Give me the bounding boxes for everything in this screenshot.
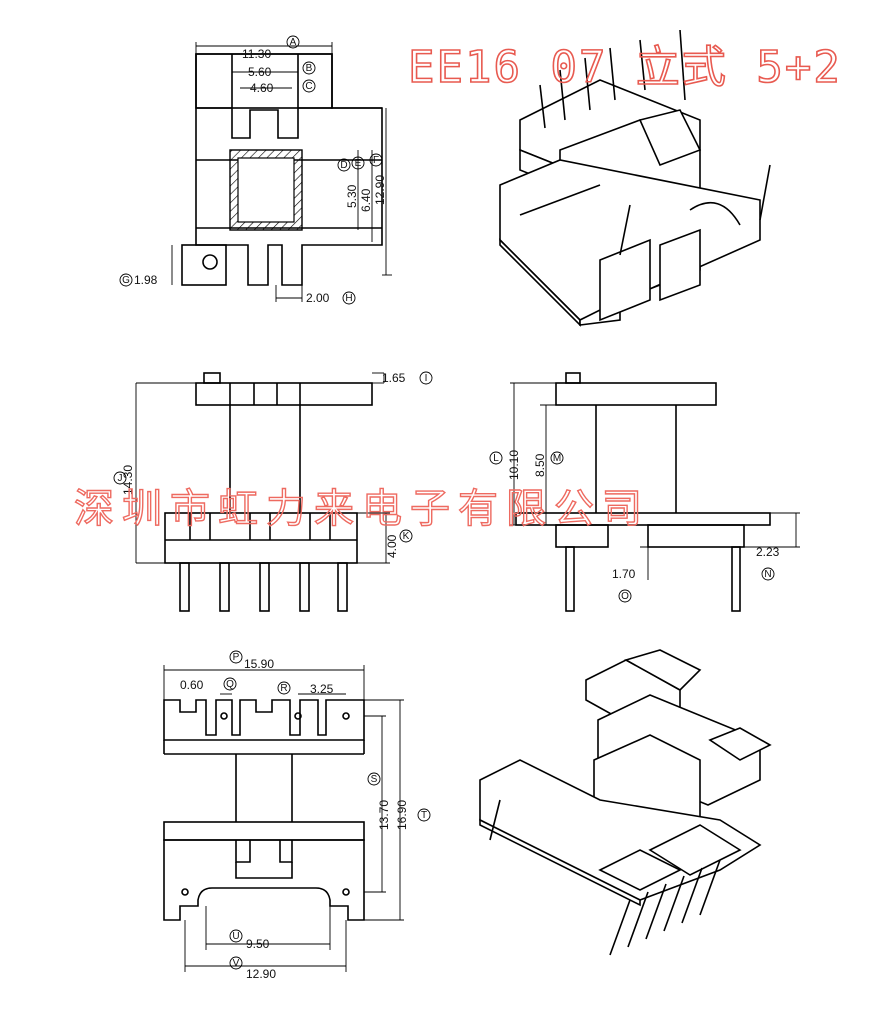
isometric-view-bottom xyxy=(479,649,772,956)
dim-label: 15.90 xyxy=(244,657,274,671)
bottom-view: P 15.90 0.60 Q R 3.25 13.70 S 16.90 T U … xyxy=(163,650,431,981)
dim-tag: R xyxy=(280,683,287,694)
dim-label: 1.98 xyxy=(134,273,158,287)
dim-tag: C xyxy=(305,81,312,92)
isometric-view-top xyxy=(499,29,771,327)
dim-tag: M xyxy=(553,453,561,464)
dim-tag: A xyxy=(290,37,297,48)
dim-tag: E xyxy=(355,158,362,169)
dim-tag: J xyxy=(118,473,123,484)
dim-tag: P xyxy=(233,652,240,663)
dim-label: 12.90 xyxy=(373,175,387,205)
dim-label: 3.25 xyxy=(310,682,334,696)
dim-tag: V xyxy=(233,958,240,969)
dim-label: 1.65 xyxy=(382,371,406,385)
dim-label: 5.30 xyxy=(345,184,359,208)
dim-tag: O xyxy=(621,591,629,602)
top-view: 11.30 A 5.60 B 4.60 C 5.30 D 6.40 E 12.9… xyxy=(119,35,392,305)
dim-tag: H xyxy=(345,293,352,304)
dim-label: 0.60 xyxy=(180,678,204,692)
dim-tag: L xyxy=(493,453,499,464)
dim-tag: I xyxy=(425,373,428,384)
dim-tag: F xyxy=(373,155,379,166)
dim-label: 10.10 xyxy=(507,450,521,480)
dim-label: 11.30 xyxy=(242,47,271,61)
dim-label: 4.60 xyxy=(250,81,274,95)
dim-label: 16.90 xyxy=(395,800,409,830)
dim-label: 5.60 xyxy=(248,65,272,79)
part-title: EE16 07 立式 5+2 xyxy=(408,42,842,93)
dim-tag: B xyxy=(306,63,313,74)
dim-label: 12.90 xyxy=(246,967,276,981)
dim-label: 2.23 xyxy=(756,545,780,559)
company-watermark: 深圳市虹力来电子有限公司 xyxy=(74,486,650,532)
front-view: 1.65 I 14.30 J 4.00 K xyxy=(113,371,433,612)
side-view: 10.10 L 8.50 M 2.23 N 1.70 O xyxy=(489,372,800,612)
dim-label: 14.30 xyxy=(121,465,135,495)
dim-tag: G xyxy=(122,275,130,286)
dim-label: 13.70 xyxy=(377,800,391,830)
dim-label: 4.00 xyxy=(385,534,399,558)
dim-tag: U xyxy=(232,931,239,942)
dim-tag: T xyxy=(421,810,427,821)
dim-tag: S xyxy=(371,774,378,785)
dim-label: 8.50 xyxy=(533,453,547,477)
dim-label: 6.40 xyxy=(359,188,373,212)
dim-tag: Q xyxy=(226,679,234,690)
dim-label: 9.50 xyxy=(246,937,270,951)
dim-label: 1.70 xyxy=(612,567,636,581)
dim-tag: N xyxy=(764,569,771,580)
dim-label: 2.00 xyxy=(306,291,330,305)
dim-tag: D xyxy=(340,160,347,171)
dim-tag: K xyxy=(403,531,410,542)
